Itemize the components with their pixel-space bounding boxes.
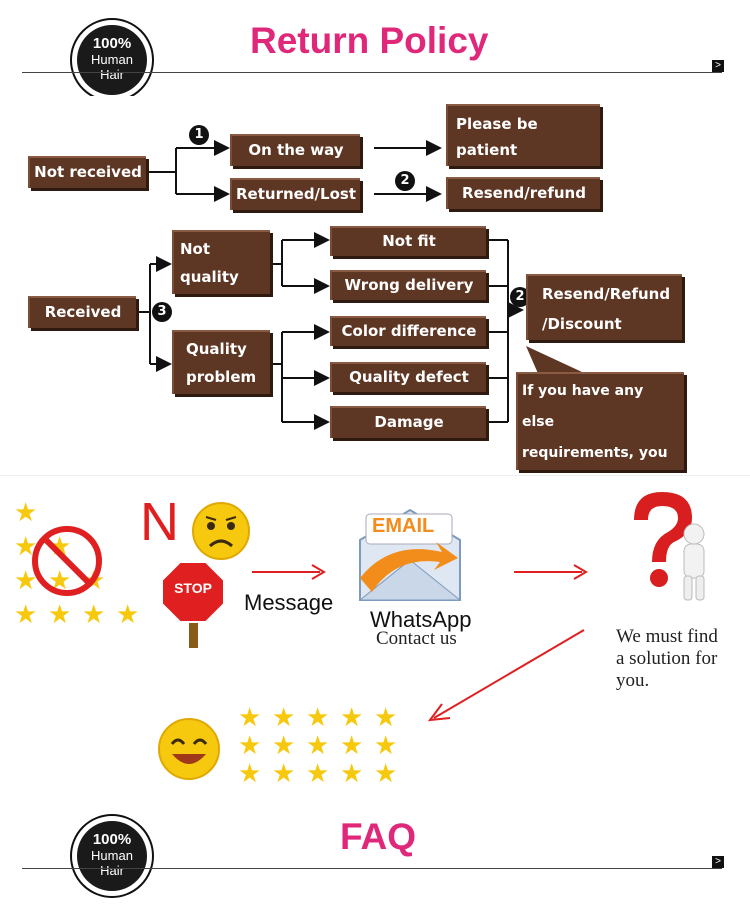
returned-lost-box: Returned/Lost: [230, 178, 360, 210]
received-label: Received: [44, 303, 122, 321]
received-box: Received: [28, 296, 136, 328]
not-quality-line-2: problem: [180, 296, 251, 314]
star-icon: ★: [340, 731, 364, 761]
star-icon: ★: [374, 703, 398, 733]
red-arrow-2: [514, 564, 588, 580]
email-envelope-icon: [358, 508, 462, 601]
star-icon: ★: [14, 498, 38, 528]
star-icon: ★: [272, 703, 296, 733]
solution-line-3: you.: [616, 670, 650, 691]
quality-problem-box: Quality problem: [172, 330, 270, 394]
not-fit-box: Not fit: [330, 226, 486, 256]
stop-sign-label: STOP: [174, 580, 212, 596]
human-hair-badge: 100% Human Hair: [70, 18, 154, 102]
red-arrow-1: [252, 564, 326, 580]
star-icon: ★: [272, 731, 296, 761]
step-2-badge-right: 2: [510, 287, 530, 307]
not-received-label: Not received: [34, 163, 142, 181]
badge-hair: Hair: [100, 67, 124, 82]
resend-refund-discount-box: Resend/Refund /Discount: [526, 274, 682, 340]
resend-refund-label: Resend/refund: [462, 184, 586, 202]
question-thinker-icon: [634, 492, 705, 601]
whatsapp-label: WhatsApp: [370, 607, 472, 632]
prohibited-icon: [32, 526, 102, 596]
star-icon: ★: [238, 731, 262, 761]
not-quality-problem-box: Not quality problem: [172, 230, 270, 314]
next-arrow-icon[interactable]: >: [712, 856, 724, 868]
star-icon: ★: [306, 703, 330, 733]
step-3-badge: 3: [152, 302, 172, 322]
stop-sign-icon: [161, 561, 225, 648]
patient-line-1: Please be patient: [456, 115, 538, 159]
star-icon: ★: [238, 759, 262, 789]
header-divider: [22, 72, 722, 73]
star-icon: ★: [48, 532, 72, 562]
resend-refund-box: Resend/refund: [446, 177, 600, 209]
star-icon: ★: [48, 600, 72, 630]
red-arrow-3: [427, 629, 585, 722]
star-icon: ★: [306, 759, 330, 789]
next-arrow-icon[interactable]: >: [712, 60, 724, 72]
any-else-requirements-bubble: If you have any else requirements, you c…: [516, 372, 684, 492]
resend-refund-discount-line-1: Resend/Refund: [542, 285, 671, 303]
star-icon: ★: [116, 600, 140, 630]
else-line-2: requirements, you: [522, 445, 668, 461]
star-icon: ★: [14, 600, 38, 630]
please-be-patient-box: Please be patient to wait: [446, 104, 600, 185]
star-icon: ★: [374, 731, 398, 761]
star-icon: ★: [374, 759, 398, 789]
star-icon: ★: [14, 532, 38, 562]
damage-label: Damage: [374, 413, 444, 431]
quality-defect-box: Quality defect: [330, 362, 486, 392]
color-difference-label: Color difference: [341, 322, 477, 340]
quality-line-2: problem: [186, 368, 257, 386]
flowchart-connectors: [136, 140, 582, 430]
star-icon: ★: [82, 600, 106, 630]
on-the-way-box: On the way: [230, 134, 360, 166]
human-hair-badge-faq: 100% Human Hair: [70, 814, 154, 898]
star-icon: ★: [340, 703, 364, 733]
star-icon: ★: [14, 566, 38, 596]
step-1-badge: 1: [189, 125, 209, 145]
resend-refund-discount-line-2: /Discount: [542, 315, 622, 333]
quality-defect-label: Quality defect: [349, 368, 469, 386]
not-quality-line-1: Not quality: [180, 240, 239, 286]
faq-title: FAQ: [340, 816, 417, 857]
badge-percent: 100%: [92, 35, 132, 52]
not-fit-label: Not fit: [382, 232, 436, 250]
star-icon: ★: [272, 759, 296, 789]
badge-hair: Hair: [100, 863, 124, 878]
solution-line-2: a solution for: [616, 648, 718, 669]
badge-human: Human: [91, 848, 133, 863]
happy-face-icon: [158, 718, 220, 780]
star-icon: ★: [340, 759, 364, 789]
else-line-1: If you have any else: [522, 383, 644, 430]
returned-lost-label: Returned/Lost: [236, 185, 356, 203]
solution-line-1: We must find: [616, 626, 718, 647]
quality-line-1: Quality: [186, 340, 247, 358]
star-icon: ★: [238, 703, 262, 733]
badge-human: Human: [91, 52, 133, 67]
step-2-badge: 2: [395, 171, 415, 191]
not-received-box: Not received: [28, 156, 146, 188]
contact-us-label: Contact us: [376, 628, 457, 649]
message-label: Message: [244, 590, 334, 615]
sad-face-icon: [192, 502, 250, 560]
wrong-delivery-box: Wrong delivery: [330, 270, 486, 300]
no-letter: N: [140, 492, 179, 552]
email-label: EMAIL: [372, 515, 435, 537]
faq-divider: [22, 868, 722, 869]
damage-box: Damage: [330, 406, 486, 438]
wrong-delivery-label: Wrong delivery: [344, 276, 474, 294]
page-title: Return Policy: [250, 20, 489, 61]
on-the-way-label: On the way: [248, 141, 344, 159]
color-difference-box: Color difference: [330, 316, 486, 346]
star-icon: ★: [306, 731, 330, 761]
badge-percent: 100%: [92, 831, 132, 848]
